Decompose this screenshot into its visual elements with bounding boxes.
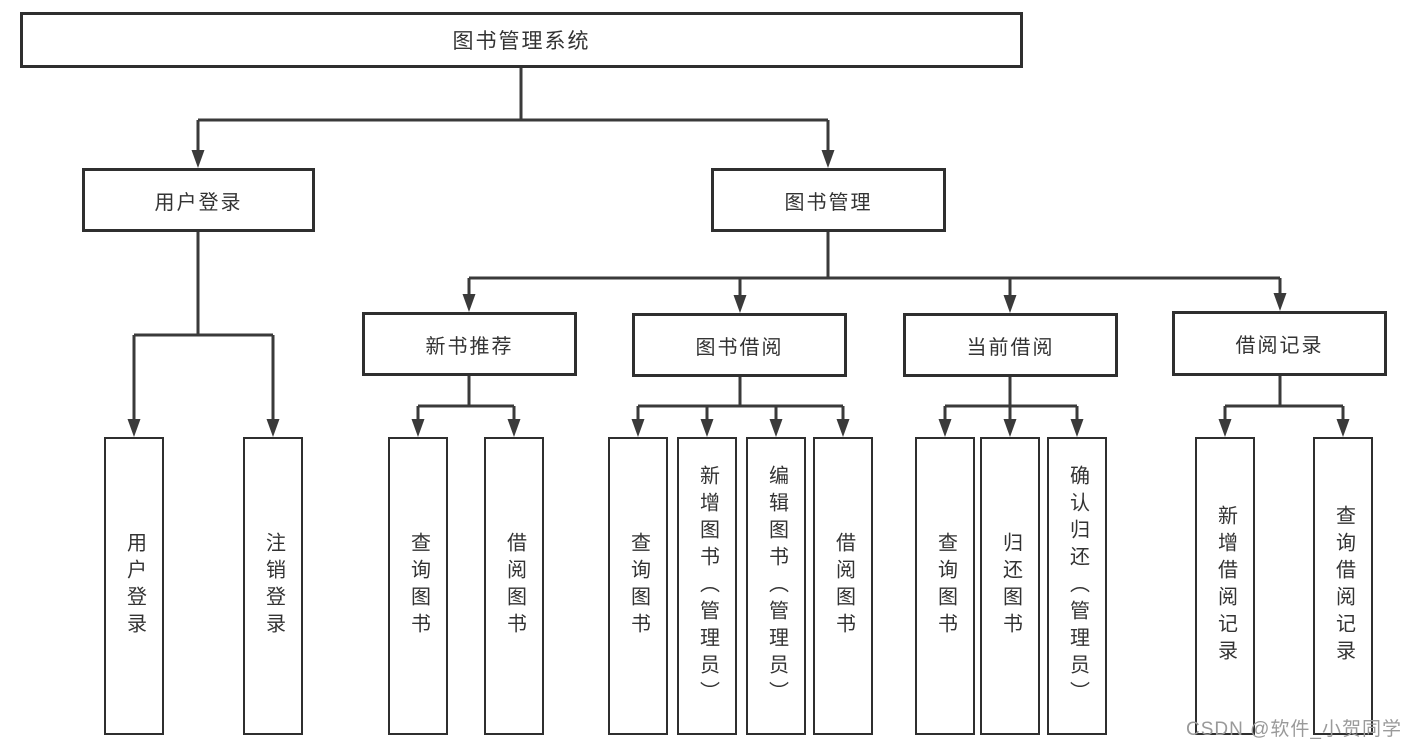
node-query-books-borrow: 查询图书 <box>608 437 668 735</box>
arrowhead <box>266 419 280 437</box>
connector-book-management-to-level3 <box>462 232 1287 313</box>
node-label: 图书借阅 <box>695 336 784 359</box>
arrowhead <box>127 419 141 437</box>
connector-root-to-level2 <box>191 68 835 168</box>
node-library-management-system: 图书管理系统 <box>20 12 1023 68</box>
arrowhead <box>631 419 645 437</box>
node-label: 注销登录 <box>262 532 285 640</box>
node-borrow-records: 借阅记录 <box>1172 311 1387 376</box>
arrowhead <box>1273 293 1287 311</box>
arrowhead <box>1218 419 1232 437</box>
node-label: 当前借阅 <box>966 336 1055 359</box>
arrowhead <box>1070 419 1084 437</box>
arrowhead <box>700 419 714 437</box>
node-label: 图书管理系统 <box>452 30 591 53</box>
node-logout-leaf: 注销登录 <box>243 437 303 735</box>
node-query-books-current: 查询图书 <box>915 437 975 735</box>
watermark: CSDN @软件_小贺同学 <box>1186 719 1402 740</box>
node-return-books: 归还图书 <box>980 437 1040 735</box>
node-confirm-return-admin: 确认归还（管理员） <box>1047 437 1107 735</box>
node-label: 新增图书（管理员） <box>696 464 719 708</box>
node-label: 编辑图书（管理员） <box>765 464 788 708</box>
node-add-borrow-record: 新增借阅记录 <box>1195 437 1255 735</box>
node-label: 查询图书 <box>934 532 957 640</box>
arrowhead <box>821 150 835 168</box>
arrowhead <box>411 419 425 437</box>
node-label: 借阅记录 <box>1235 335 1324 357</box>
node-add-books-admin: 新增图书（管理员） <box>677 437 737 735</box>
connector-borrow-records-children <box>1218 376 1350 437</box>
node-book-borrowing: 图书借阅 <box>632 313 847 377</box>
node-edit-books-admin: 编辑图书（管理员） <box>746 437 806 735</box>
arrowhead <box>836 419 850 437</box>
node-label: 查询图书 <box>407 532 430 640</box>
node-label: 借阅图书 <box>832 532 855 640</box>
node-label: 图书管理 <box>784 191 873 214</box>
connector-user-login-children <box>127 232 280 437</box>
node-label: 归还图书 <box>999 532 1022 640</box>
arrowhead <box>462 294 476 312</box>
arrowhead <box>733 295 747 313</box>
arrowhead <box>938 419 952 437</box>
node-label: 用户登录 <box>154 191 243 214</box>
node-query-books-recommend: 查询图书 <box>388 437 448 735</box>
node-user-login-leaf: 用户登录 <box>104 437 164 735</box>
node-borrow-books-leaf: 借阅图书 <box>813 437 873 735</box>
node-label: 新书推荐 <box>425 335 514 358</box>
arrowhead <box>1003 295 1017 313</box>
node-borrow-books-recommend: 借阅图书 <box>484 437 544 735</box>
node-query-borrow-record: 查询借阅记录 <box>1313 437 1373 735</box>
node-label: 用户登录 <box>123 532 146 640</box>
connector-book-borrow-children <box>631 377 850 437</box>
arrowhead <box>769 419 783 437</box>
connector-current-borrow-children <box>938 377 1084 437</box>
arrowhead <box>1336 419 1350 437</box>
connector-new-book-children <box>411 376 521 437</box>
node-label: 确认归还（管理员） <box>1066 464 1089 708</box>
node-label: 查询图书 <box>627 532 650 640</box>
arrowhead <box>507 419 521 437</box>
arrowhead <box>191 150 205 168</box>
node-book-management: 图书管理 <box>711 168 946 232</box>
node-label: 新增借阅记录 <box>1214 505 1237 667</box>
node-label: 查询借阅记录 <box>1332 505 1355 667</box>
node-current-borrowing: 当前借阅 <box>903 313 1118 377</box>
node-new-book-recommend: 新书推荐 <box>362 312 577 376</box>
node-label: 借阅图书 <box>503 532 526 640</box>
arrowhead <box>1003 419 1017 437</box>
node-user-login: 用户登录 <box>82 168 315 232</box>
